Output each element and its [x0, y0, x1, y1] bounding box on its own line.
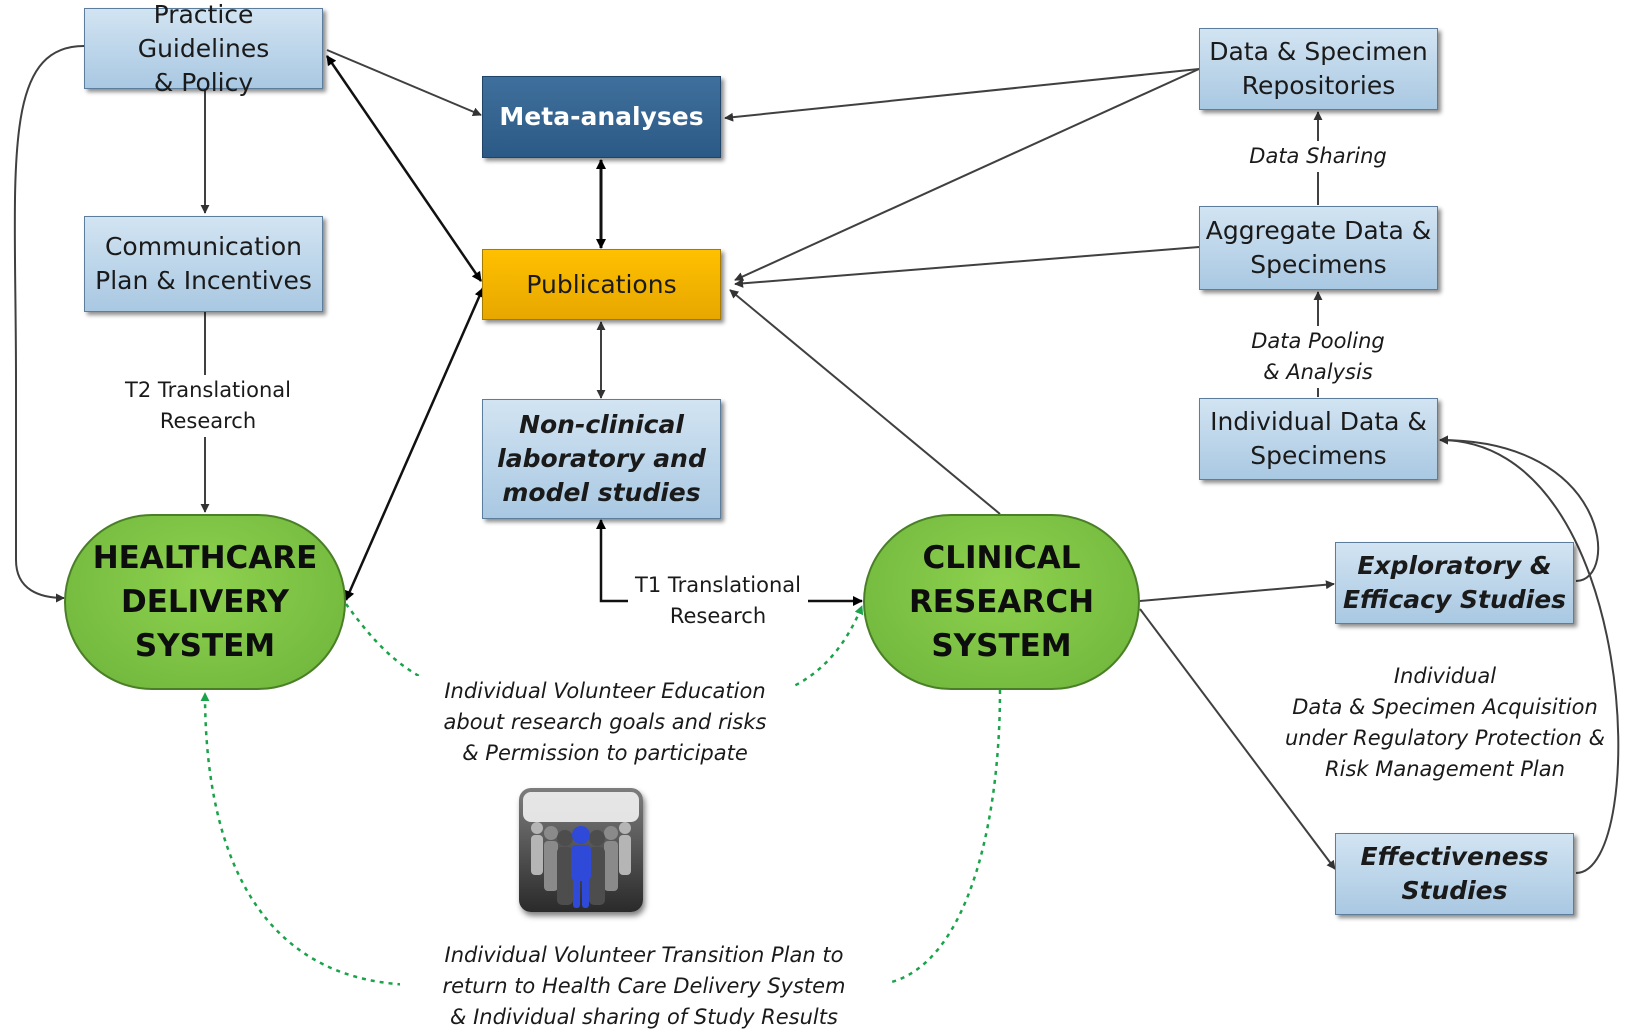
arrow-healthcare-publications: [344, 287, 485, 601]
arrow-practice-loop-to-healthcare: [13, 45, 85, 603]
publications-box: Publications: [482, 249, 721, 320]
education-label: Individual Volunteer Education about res…: [415, 676, 795, 769]
arrow-clinical-to-publications: [729, 289, 1001, 515]
acquisition-label: Individual Data & Specimen Acquisition u…: [1285, 664, 1605, 781]
data-sharing-label: Data Sharing: [1243, 141, 1393, 172]
data-pooling-label: Data Pooling & Analysis: [1235, 326, 1401, 388]
arrow-aggregate-to-publications: [734, 246, 1200, 288]
nonclinical-studies-box: Non-clinical laboratory and model studie…: [482, 399, 721, 519]
arrow-practice-publications: [325, 55, 483, 282]
dotted-arrow-transition: [200, 689, 1002, 987]
arrow-repositories-to-meta: [724, 68, 1200, 122]
arrow-clinical-to-effectiveness: [1139, 608, 1336, 870]
arrow-repositories-to-publications: [734, 68, 1200, 281]
crowd-volunteer-icon: [519, 788, 643, 912]
practice-guidelines-box: Practice Guidelines & Policy: [84, 0, 323, 97]
effectiveness-studies-box: Effectiveness Studies: [1335, 833, 1574, 915]
meta-analyses-box: Meta-analyses: [482, 76, 721, 158]
t1-translational-label: T1 Translational Research: [628, 570, 808, 632]
arrow-effectiveness-to-individual: [1439, 435, 1620, 874]
communication-plan-box: Communication Plan & Incentives: [84, 216, 323, 312]
exploratory-studies-box: Exploratory & Efficacy Studies: [1335, 542, 1574, 624]
arrow-practice-to-meta: [326, 49, 482, 116]
arrow-clinical-to-exploratory: [1139, 580, 1335, 602]
transition-label: Individual Volunteer Transition Plan to …: [400, 940, 888, 1033]
t2-translational-label: T2 Translational Research: [118, 375, 298, 437]
data-repositories-box: Data & Specimen Repositories: [1199, 28, 1438, 110]
healthcare-delivery-system: HEALTHCARE DELIVERY SYSTEM: [64, 514, 346, 690]
aggregate-data-box: Aggregate Data & Specimens: [1199, 206, 1438, 290]
clinical-research-system: CLINICAL RESEARCH SYSTEM: [863, 514, 1140, 690]
individual-data-box: Individual Data & Specimens: [1199, 398, 1438, 480]
